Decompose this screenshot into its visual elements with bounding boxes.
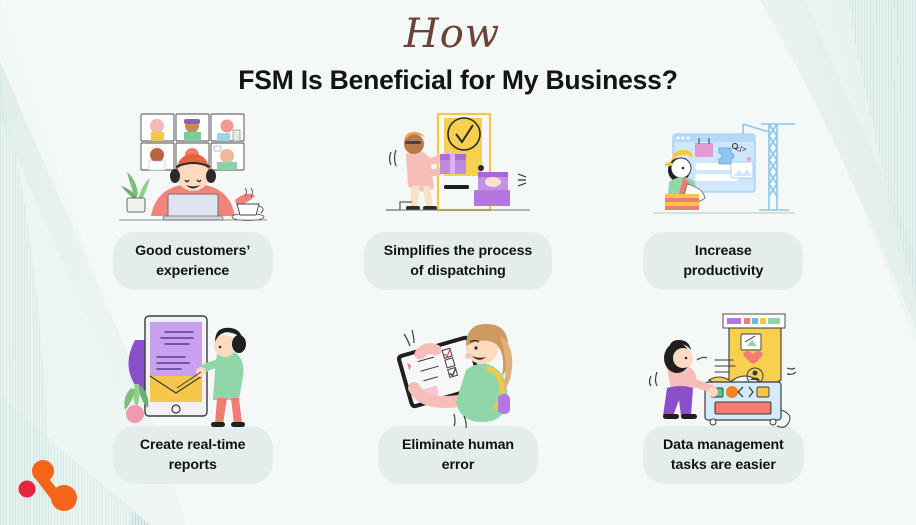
- benefit-label: Data management tasks are easier: [642, 426, 804, 485]
- benefit-card-good-customers-experience[interactable]: Good customers’ experience: [60, 110, 325, 291]
- benefit-card-data-management-easier[interactable]: Data management tasks are easier: [591, 310, 856, 485]
- benefit-label: Create real-time reports: [112, 426, 273, 485]
- benefit-label: Eliminate human error: [377, 426, 538, 485]
- mobile-checklist-illustration: [378, 310, 538, 429]
- benefit-label: Simplifies the process of dispatching: [363, 232, 553, 291]
- package-delivery-illustration: [378, 110, 538, 222]
- data-machine-illustration: [643, 310, 803, 428]
- website-builder-illustration: </>: [643, 110, 803, 222]
- benefit-card-increase-productivity[interactable]: </>: [591, 110, 856, 291]
- svg-text:</>: </>: [735, 145, 747, 154]
- benefits-grid: Good customers’ experience: [60, 110, 856, 485]
- benefit-label: Good customers’ experience: [112, 232, 273, 291]
- page-title: FSM Is Beneficial for My Business?: [238, 65, 678, 95]
- video-call-illustration: [113, 110, 273, 222]
- benefit-card-simplifies-dispatching[interactable]: Simplifies the process of dispatching: [325, 110, 590, 291]
- brand-logo[interactable]: [16, 453, 88, 515]
- tablet-report-illustration: [113, 310, 273, 427]
- benefit-label: Increase productivity: [643, 232, 804, 291]
- script-accent-word: How: [403, 11, 501, 57]
- benefit-card-eliminate-human-error[interactable]: Eliminate human error: [325, 310, 590, 485]
- benefit-card-create-real-time-reports[interactable]: Create real-time reports: [60, 310, 325, 485]
